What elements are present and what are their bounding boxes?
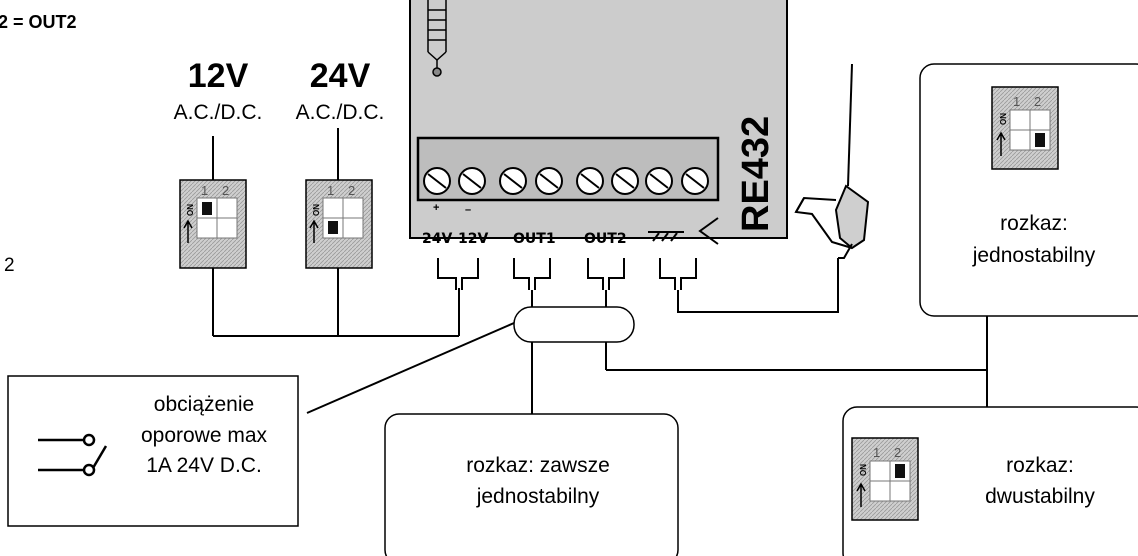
out1-mode-box [384,413,679,556]
voltage-24v-type: A.C./D.C. [296,101,385,124]
module-name: RE432 [735,116,777,232]
dip-1-label: 1 [201,183,208,198]
load-text-line3: 1A 24V D.C. [146,454,262,477]
terminal-out1-label: OUT1 [513,231,556,247]
voltage-12v-label: 12V [188,57,249,95]
left-fragment: 2 [4,255,15,276]
bistable-line2: dwustabilny [985,485,1095,508]
antenna-terminal-icon [698,217,719,245]
load-text-line2: oporowe max [141,424,268,447]
dip-on-label: ON [312,204,321,216]
switch-1-off [328,221,338,234]
dip-on-label: ON [999,113,1008,125]
up-arrow-icon [856,482,866,507]
load-text-line1: obciążenie [154,393,254,416]
switch-1-on [202,202,212,215]
dip-switch-24v: 1 2 ON [305,179,373,269]
external-antenna-icon [794,63,870,259]
dip-2-label: 2 [222,183,229,198]
dip-switch-mono: 1 2 ON [991,86,1059,170]
up-arrow-icon [996,131,1006,156]
terminal-out2-label: OUT2 [584,231,627,247]
dip-1-label: 1 [873,445,880,460]
relay-contact-icon [38,433,108,477]
up-arrow-icon [183,219,193,243]
dip-1-label: 1 [327,183,334,198]
monostable-line2: jednostabilny [972,244,1096,267]
ground-icon [648,231,684,242]
dip-switch-12v: 1 2 ON [179,179,247,269]
up-arrow-icon [309,219,319,243]
terminal-minus-label: – [465,204,471,216]
monostable-line1: rozkaz: [1000,212,1068,235]
dip-on-label: ON [859,464,868,476]
voltage-24v-label: 24V [310,57,371,95]
switch-2-on [895,464,905,478]
switch-2-off [1035,133,1045,147]
dip-on-label: ON [186,204,195,216]
monostable-mode-box [919,63,1138,317]
dip-1-label: 1 [1013,94,1020,109]
terminal-screws [423,167,709,195]
load-oval [513,306,635,343]
terminal-plus-label: + [433,202,439,214]
header-fragment: 2 = OUT2 [0,12,77,32]
out1-mode-line1: rozkaz: zawsze [466,454,610,477]
power-wires [212,128,460,337]
terminal-12v-label: 12V [458,231,488,247]
dip-2-label: 2 [894,445,901,460]
voltage-12v-type: A.C./D.C. [174,101,263,124]
terminal-connectors [437,258,697,290]
out1-mode-line2: jednostabilny [476,485,600,508]
bistable-line1: rozkaz: [1006,454,1074,477]
dip-2-label: 2 [1034,94,1041,109]
receiver-module: + – 24V 12V OUT1 OUT2 RE432 [409,0,788,247]
dip-switch-bi: 1 2 ON [851,437,919,521]
terminal-24v-label: 24V [422,231,452,247]
module-antenna-icon [427,0,447,77]
dip-2-label: 2 [348,183,355,198]
load-callout-box [7,375,299,527]
